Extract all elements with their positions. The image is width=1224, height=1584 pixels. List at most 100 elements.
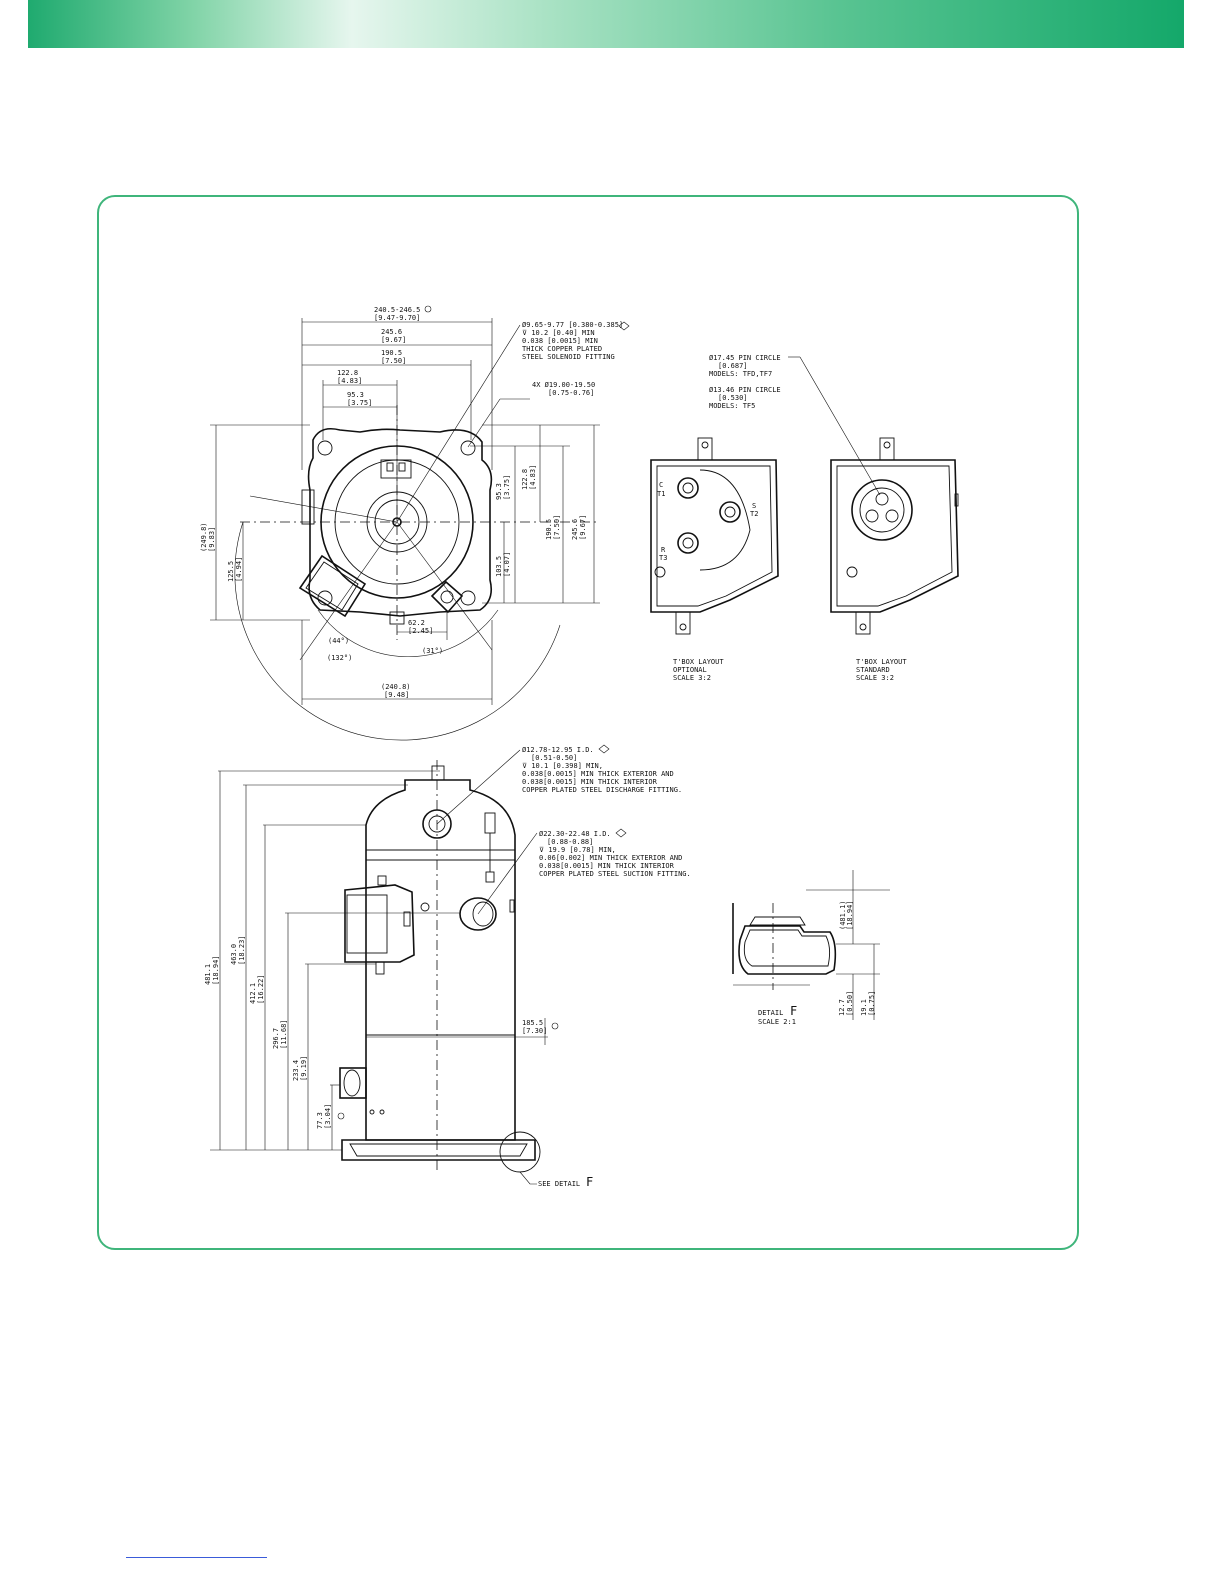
svg-text:⊽ 10.2 [0.40] MIN: ⊽ 10.2 [0.40] MIN xyxy=(522,329,595,337)
dim-122-in: [4.83] xyxy=(337,377,362,385)
svg-text:77.3: 77.3 xyxy=(316,1112,324,1129)
dim-62: 62.2 xyxy=(408,619,425,627)
suction-note: Ø22.30-22.48 I.D. [0.88-0.88] ⊽ 19.9 [0.… xyxy=(539,830,691,878)
pin-circle-note: Ø17.45 PIN CIRCLE [0.687] MODELS: TFD,TF… xyxy=(709,354,781,410)
detail-dim-a: 12.7 xyxy=(838,999,846,1016)
tbox-standard xyxy=(830,437,959,635)
dim-bottom: (240.8) xyxy=(381,683,411,691)
svg-text:0.038[0.0015] MIN THICK INTERI: 0.038[0.0015] MIN THICK INTERIOR xyxy=(539,862,675,870)
svg-text:103.5: 103.5 xyxy=(495,556,503,577)
svg-text:[3.75]: [3.75] xyxy=(503,475,511,500)
detail-dim-top-in: [18.94] xyxy=(846,900,854,930)
dim-190: 190.5 xyxy=(381,349,402,357)
svg-text:Ø13.46 PIN CIRCLE: Ø13.46 PIN CIRCLE xyxy=(709,386,781,394)
svg-text:[0.88-0.88]: [0.88-0.88] xyxy=(547,838,593,846)
discharge-note: Ø12.78-12.95 I.D. [0.51-0.50] ⊽ 10.1 [0.… xyxy=(522,746,682,794)
terminal-s: S xyxy=(752,502,756,510)
detail-letter: F xyxy=(790,1004,797,1018)
detail-f: (481.1) [18.94] 12.7 [0.50] 19.1 [0.75] … xyxy=(732,870,890,1026)
header-banner xyxy=(28,0,1184,48)
dim-122: 122.8 xyxy=(337,369,358,377)
svg-text:125.5: 125.5 xyxy=(227,561,235,582)
svg-text:[3.04]: [3.04] xyxy=(324,1104,332,1129)
detail-dim-b: 19.1 xyxy=(860,999,868,1016)
terminal-t3: T3 xyxy=(659,554,667,562)
svg-text:Ø22.30-22.48 I.D.: Ø22.30-22.48 I.D. xyxy=(539,830,611,838)
svg-text:[18.23]: [18.23] xyxy=(238,935,246,965)
see-detail-label: SEE DETAIL xyxy=(538,1180,580,1188)
left-dimensions: (249.8) [9.83] 125.5 [4.94] xyxy=(200,522,243,582)
svg-text:⊽ 10.1 [0.398] MIN,: ⊽ 10.1 [0.398] MIN, xyxy=(522,762,603,770)
svg-text:[16.22]: [16.22] xyxy=(257,974,265,1004)
detail-scale: SCALE 2:1 xyxy=(758,1018,796,1026)
svg-text:[0.51-0.50]: [0.51-0.50] xyxy=(531,754,577,762)
terminal-c: C xyxy=(659,481,663,489)
dim-185: 185.5 xyxy=(522,1019,543,1027)
detail-label: DETAIL xyxy=(758,1009,783,1017)
svg-text:[9.19]: [9.19] xyxy=(300,1056,308,1081)
dim-overall: 240.5-246.5 xyxy=(374,306,420,314)
angle-132: (132°) xyxy=(327,654,352,662)
angle-44: (44°) xyxy=(328,637,349,645)
right-dimensions: 95.3 [3.75] 122.8 [4.83] 190.5 [7.50] 24… xyxy=(495,465,587,577)
detail-dim-b-in: [0.75] xyxy=(868,991,876,1016)
drawing-frame xyxy=(97,195,1079,1250)
svg-text:0.038[0.0015] MIN THICK INTERI: 0.038[0.0015] MIN THICK INTERIOR xyxy=(522,778,658,786)
svg-text:Ø17.45 PIN CIRCLE: Ø17.45 PIN CIRCLE xyxy=(709,354,781,362)
terminal-t1: T1 xyxy=(657,490,665,498)
holes-note-in: [0.75-0.76] xyxy=(548,389,594,397)
svg-text:190.5: 190.5 xyxy=(545,519,553,540)
optional-label-2: OPTIONAL xyxy=(673,666,707,674)
svg-text:STEEL SOLENOID FITTING: STEEL SOLENOID FITTING xyxy=(522,353,615,361)
svg-text:0.038 [0.0015] MIN: 0.038 [0.0015] MIN xyxy=(522,337,598,345)
svg-text:MODELS: TF5: MODELS: TF5 xyxy=(709,402,755,410)
side-view: Ø12.78-12.95 I.D. [0.51-0.50] ⊽ 10.1 [0.… xyxy=(204,744,691,1189)
standard-label-2: STANDARD xyxy=(856,666,890,674)
standard-label-3: SCALE 3:2 xyxy=(856,674,894,682)
dim-95-in: [3.75] xyxy=(347,399,372,407)
svg-text:296.7: 296.7 xyxy=(272,1028,280,1049)
svg-text:0.06[0.002] MIN THICK EXTERIOR: 0.06[0.002] MIN THICK EXTERIOR AND xyxy=(539,854,682,862)
svg-text:[18.94]: [18.94] xyxy=(212,955,220,985)
svg-text:412.1: 412.1 xyxy=(249,983,257,1004)
svg-text:[7.50]: [7.50] xyxy=(553,515,561,540)
svg-text:463.0: 463.0 xyxy=(230,944,238,965)
angle-31: (31°) xyxy=(422,647,443,655)
svg-text:[9.67]: [9.67] xyxy=(579,515,587,540)
see-detail-letter: F xyxy=(586,1175,593,1189)
svg-text:[0.530]: [0.530] xyxy=(718,394,748,402)
detail-dim-top: (481.1) xyxy=(839,900,847,930)
svg-text:481.1: 481.1 xyxy=(204,964,212,985)
svg-text:[4.94]: [4.94] xyxy=(235,557,243,582)
terminal-r: R xyxy=(661,546,666,554)
svg-text:[11.68]: [11.68] xyxy=(280,1019,288,1049)
svg-text:⊽ 19.9 [0.78] MIN,: ⊽ 19.9 [0.78] MIN, xyxy=(539,846,616,854)
svg-text:95.3: 95.3 xyxy=(495,483,503,500)
svg-text:MODELS: TFD,TF7: MODELS: TFD,TF7 xyxy=(709,370,772,378)
tbox-optional: C T1 S T2 R T3 xyxy=(650,437,779,635)
svg-text:COPPER PLATED STEEL DISCHARGE: COPPER PLATED STEEL DISCHARGE FITTING. xyxy=(522,786,682,794)
svg-text:COPPER PLATED STEEL SUCTION FI: COPPER PLATED STEEL SUCTION FITTING. xyxy=(539,870,691,878)
solenoid-note: Ø9.65-9.77 [0.380-0.385] ⊽ 10.2 [0.40] M… xyxy=(522,321,623,361)
svg-text:[4.83]: [4.83] xyxy=(529,465,537,490)
dim-width-in: [9.67] xyxy=(381,336,406,344)
svg-text:122.8: 122.8 xyxy=(521,469,529,490)
svg-text:[0.687]: [0.687] xyxy=(718,362,748,370)
standard-label-1: T'BOX LAYOUT xyxy=(856,658,907,666)
svg-text:Ø12.78-12.95 I.D.: Ø12.78-12.95 I.D. xyxy=(522,746,594,754)
dim-width: 245.6 xyxy=(381,328,402,336)
svg-text:Ø9.65-9.77 [0.380-0.385]: Ø9.65-9.77 [0.380-0.385] xyxy=(522,321,623,329)
terminal-t2: T2 xyxy=(750,510,758,518)
dim-overall-in: [9.47-9.70] xyxy=(374,314,420,322)
dim-185-in: [7.30] xyxy=(522,1027,547,1035)
svg-text:THICK COPPER PLATED: THICK COPPER PLATED xyxy=(522,345,602,353)
svg-text:245.6: 245.6 xyxy=(571,519,579,540)
dim-62-in: [2.45] xyxy=(408,627,433,635)
dim-bottom-in: [9.48] xyxy=(384,691,409,699)
top-view: 240.5-246.5 [9.47-9.70] 245.6 [9.67] 190… xyxy=(200,305,630,741)
footer-link-underline xyxy=(126,1557,267,1558)
svg-text:0.038[0.0015] MIN THICK EXTERI: 0.038[0.0015] MIN THICK EXTERIOR AND xyxy=(522,770,674,778)
tbox-layouts: Ø17.45 PIN CIRCLE [0.687] MODELS: TFD,TF… xyxy=(650,354,959,682)
svg-text:[4.07]: [4.07] xyxy=(503,552,511,577)
